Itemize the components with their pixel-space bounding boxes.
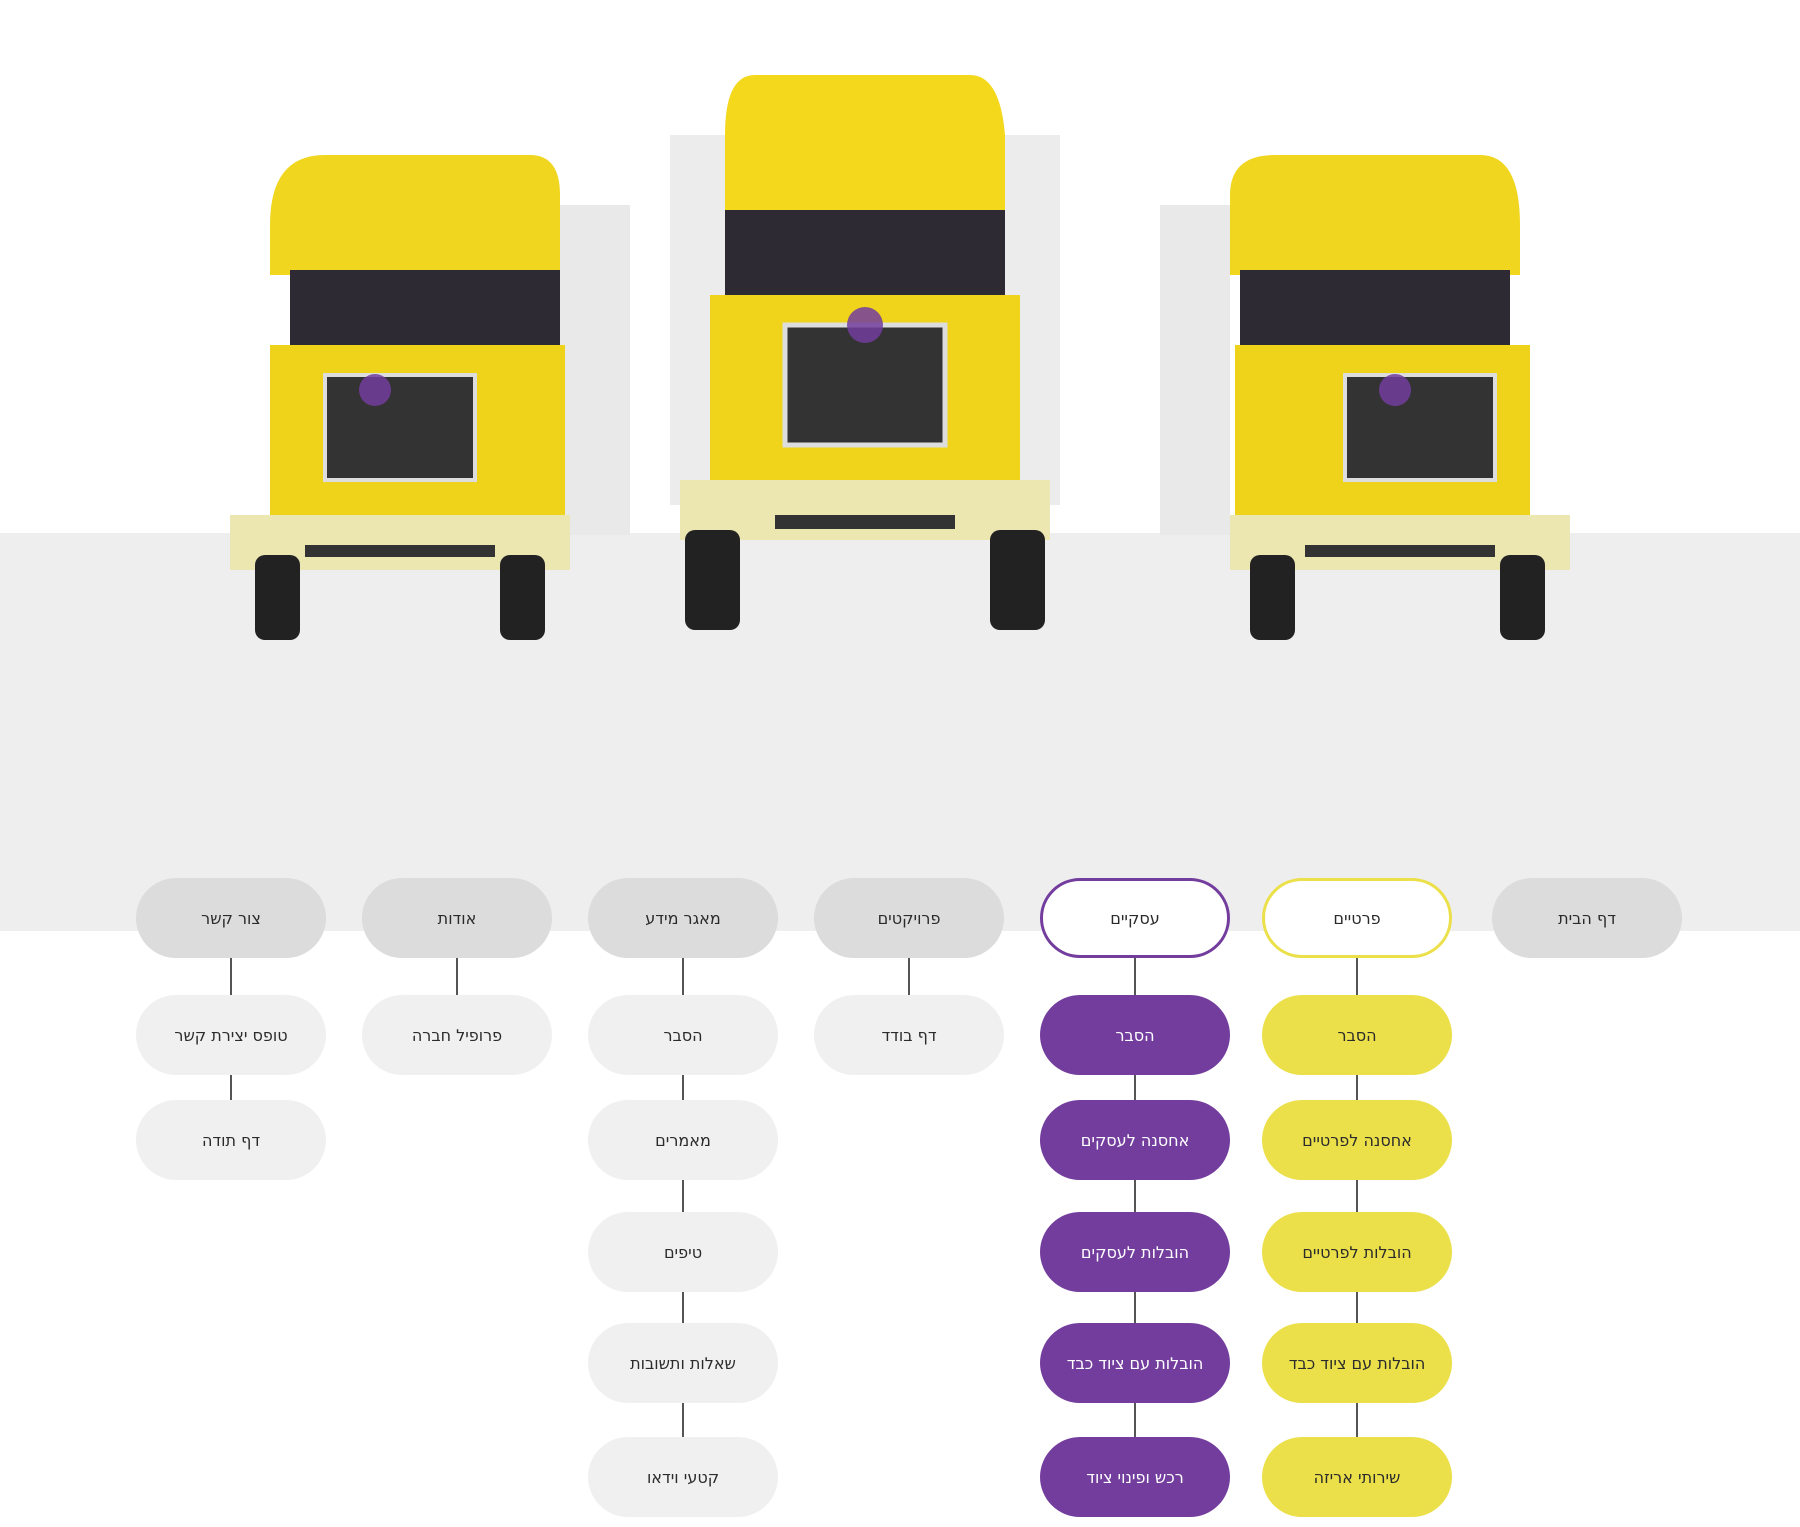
trucks-hero-image [230, 75, 1570, 640]
nav-sub-item[interactable]: טופס יצירת קשר [136, 995, 326, 1075]
center-truck [670, 75, 1060, 630]
nav-sub-item[interactable]: רכש ופינוי ציוד [1040, 1437, 1230, 1517]
nav-sub-item[interactable]: הובלות לעסקים [1040, 1212, 1230, 1292]
connector-line [908, 958, 910, 995]
nav-top-item[interactable]: פרויקטים [814, 878, 1004, 958]
nav-sub-item[interactable]: הסבר [1040, 995, 1230, 1075]
nav-sub-item[interactable]: הובלות לפרטיים [1262, 1212, 1452, 1292]
nav-sub-item[interactable]: הובלות עם ציוד כבד [1040, 1323, 1230, 1403]
nav-sub-item[interactable]: אחסנה לעסקים [1040, 1100, 1230, 1180]
connector-line [1356, 958, 1358, 1437]
connector-line [682, 958, 684, 1437]
nav-sub-item[interactable]: קטעי וידאו [588, 1437, 778, 1517]
left-truck [230, 155, 630, 640]
nav-sub-item[interactable]: טיפים [588, 1212, 778, 1292]
nav-sub-item[interactable]: הסבר [588, 995, 778, 1075]
nav-sub-item[interactable]: דף תודה [136, 1100, 326, 1180]
nav-sub-item[interactable]: שאלות ותשובות [588, 1323, 778, 1403]
nav-top-item[interactable]: צור קשר [136, 878, 326, 958]
nav-sub-item[interactable]: הסבר [1262, 995, 1452, 1075]
nav-sub-item[interactable]: הובלות עם ציוד כבד [1262, 1323, 1452, 1403]
nav-sub-item[interactable]: שירותי אריזה [1262, 1437, 1452, 1517]
nav-sub-item[interactable]: מאמרים [588, 1100, 778, 1180]
nav-top-item[interactable]: אודות [362, 878, 552, 958]
nav-top-item[interactable]: פרטיים [1262, 878, 1452, 958]
nav-sub-item[interactable]: אחסנה לפרטיים [1262, 1100, 1452, 1180]
nav-top-item[interactable]: דף הבית [1492, 878, 1682, 958]
nav-sub-item[interactable]: פרופיל חברה [362, 995, 552, 1075]
nav-sub-item[interactable]: דף בודד [814, 995, 1004, 1075]
connector-line [1134, 958, 1136, 1437]
nav-top-item[interactable]: עסקיים [1040, 878, 1230, 958]
nav-top-item[interactable]: מאגר מידע [588, 878, 778, 958]
right-truck [1160, 155, 1570, 640]
connector-line [456, 958, 458, 995]
